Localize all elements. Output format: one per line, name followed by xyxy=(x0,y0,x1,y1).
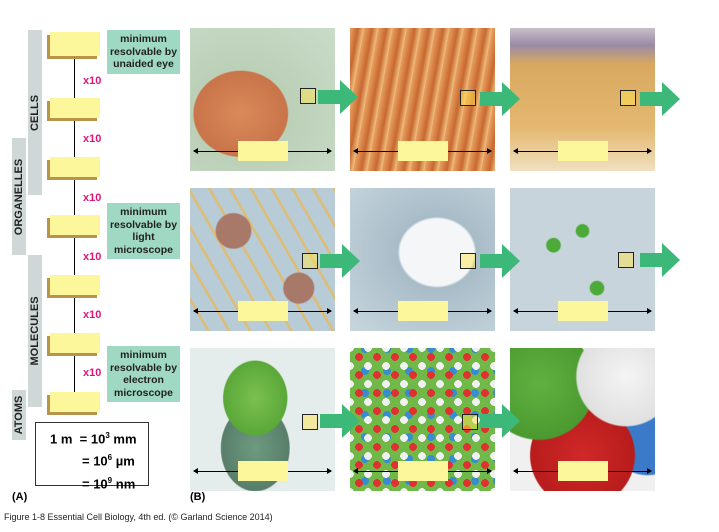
scale-label-box xyxy=(238,461,288,481)
scale-label-box xyxy=(50,98,100,118)
unit-text: 1 m xyxy=(50,431,73,447)
zoom-region xyxy=(302,253,318,269)
category-label: MOLECULES xyxy=(29,296,41,366)
zoom-arrow-icon xyxy=(318,80,358,114)
zoom-arrow-icon xyxy=(480,82,520,116)
zoom-arrow-icon xyxy=(320,404,360,438)
category-label: CELLS xyxy=(29,94,41,131)
scale-label-box xyxy=(558,461,608,481)
scale-label-box xyxy=(398,141,448,161)
image-finger xyxy=(190,28,335,171)
unit-exp: 9 xyxy=(107,475,113,485)
category-label: ORGANELLES xyxy=(13,158,25,235)
image-skin-cells xyxy=(510,28,655,171)
note-light-microscope: minimum resolvable by light microscope xyxy=(107,203,180,259)
zoom-arrow-icon xyxy=(480,244,520,278)
category-bar-organelles: ORGANELLES xyxy=(12,138,26,255)
scale-label-box xyxy=(50,333,100,353)
scale-label-box xyxy=(50,275,100,295)
category-bar-atoms: ATOMS xyxy=(12,390,26,440)
multiplier-label: x10 xyxy=(83,367,102,379)
unit-text: = 10 xyxy=(82,453,108,469)
scale-label-box xyxy=(238,141,288,161)
image-mitochondrion xyxy=(350,188,495,331)
multiplier-label: x10 xyxy=(83,192,102,204)
unit-text: mm xyxy=(113,431,137,447)
zoom-arrow-icon xyxy=(640,82,680,116)
panel-a-label: (A) xyxy=(12,491,28,503)
multiplier-label: x10 xyxy=(83,133,102,145)
zoom-region xyxy=(618,252,634,268)
scale-label-box xyxy=(398,461,448,481)
note-electron-microscope: minimum resolvable by electron microscop… xyxy=(107,346,180,402)
zoom-region xyxy=(300,88,316,104)
category-bar-molecules: MOLECULES xyxy=(28,255,42,407)
unit-text: = 10 xyxy=(79,431,106,447)
scale-label-box xyxy=(398,301,448,321)
multiplier-label: x10 xyxy=(83,309,102,321)
unit-text: µm xyxy=(115,453,135,469)
scale-label-box xyxy=(50,215,100,235)
zoom-region xyxy=(462,414,478,430)
zoom-region xyxy=(620,90,636,106)
note-unaided-eye: minimum resolvable by unaided eye xyxy=(107,30,180,74)
image-cell-organelles xyxy=(190,188,335,331)
unit-text: nm xyxy=(115,475,136,491)
scale-label-box xyxy=(238,301,288,321)
multiplier-label: x10 xyxy=(83,75,102,87)
zoom-region xyxy=(460,253,476,269)
unit-exp: 3 xyxy=(105,431,110,440)
zoom-arrow-icon xyxy=(640,243,680,277)
unit-conversion-box: 1 m = 103 mm = 106 µm = 109 nm xyxy=(35,422,149,491)
scale-label-box xyxy=(50,157,100,177)
multiplier-label: x10 xyxy=(83,251,102,263)
image-skin-ridges xyxy=(350,28,495,171)
image-ribosomes xyxy=(510,188,655,331)
scale-label-box xyxy=(558,141,608,161)
image-atoms-closeup xyxy=(510,348,655,491)
unit-text: = 10 xyxy=(82,475,108,491)
scale-label-box xyxy=(558,301,608,321)
image-atoms-spacefill xyxy=(350,348,495,491)
scale-label-box xyxy=(50,32,100,56)
panel-b-label: (B) xyxy=(190,491,206,503)
zoom-arrow-icon xyxy=(320,244,360,278)
scale-label-box xyxy=(50,392,100,412)
category-bar-cells: CELLS xyxy=(28,30,42,195)
image-protein xyxy=(190,348,335,491)
category-label: ATOMS xyxy=(13,395,25,435)
zoom-region xyxy=(460,90,476,106)
unit-exp: 6 xyxy=(107,453,113,463)
zoom-arrow-icon xyxy=(480,404,520,438)
figure-caption: Figure 1-8 Essential Cell Biology, 4th e… xyxy=(4,512,273,522)
zoom-region xyxy=(302,414,318,430)
